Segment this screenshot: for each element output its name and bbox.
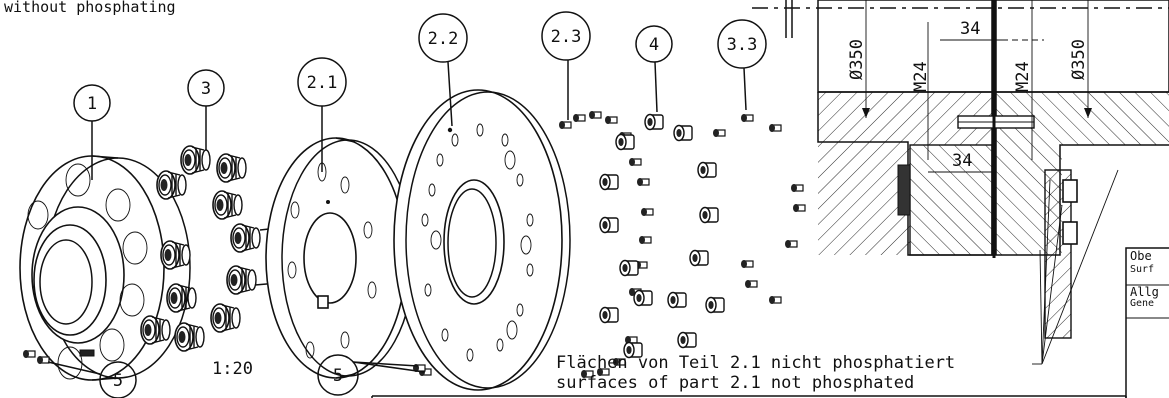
part-3-3-screws: [712, 113, 806, 305]
surface-note-en: surfaces of part 2.1 not phosphated: [556, 373, 914, 393]
scale-label: 1:20: [212, 359, 253, 379]
balloon-label-2-3: 2.3: [551, 27, 582, 47]
part-2-1-disc: [265, 137, 415, 379]
part-4-bushes: [599, 113, 725, 359]
dim-dia-right: Ø350: [1069, 39, 1089, 80]
balloon-3-3: [717, 19, 767, 69]
balloon-2-2: [418, 13, 468, 63]
balloon-label-5-mid: 5: [333, 366, 343, 386]
balloon-label-3-3: 3.3: [727, 35, 758, 55]
balloon-label-3: 3: [201, 79, 211, 99]
title-row1-en: Surf: [1130, 264, 1154, 275]
dim-top: 34: [960, 19, 980, 39]
title-row1-de: Obe: [1130, 249, 1152, 263]
balloon-4: [635, 25, 673, 63]
title-row2-en: Gene: [1130, 298, 1154, 309]
dim-dia-left: Ø350: [847, 39, 867, 80]
balloon-2-3: [541, 11, 591, 61]
dim-bottom: 34: [952, 151, 972, 171]
balloon-5-mid: [317, 354, 359, 396]
part-3-buffers: [140, 145, 279, 352]
balloon-label-1: 1: [87, 94, 97, 114]
balloon-label-5-left: 5: [113, 371, 123, 391]
balloon-label-2-1: 2.1: [307, 73, 338, 93]
section-view: [752, 0, 1169, 339]
balloon-label-2-2: 2.2: [428, 29, 459, 49]
dim-thread-left: M24: [911, 61, 931, 92]
balloon-label-4: 4: [649, 35, 659, 55]
part-1-hub: [19, 155, 191, 381]
title-row2-de: Allg: [1130, 285, 1159, 299]
surface-note-de: Flächen von Teil 2.1 nicht phosphatiert: [556, 353, 955, 373]
dim-thread-right: M24: [1013, 61, 1033, 92]
part-2-2-plate: [393, 89, 571, 391]
balloon-5-left: [99, 361, 137, 398]
title-block: [1125, 247, 1169, 398]
header-note: without phosphating: [4, 0, 176, 16]
